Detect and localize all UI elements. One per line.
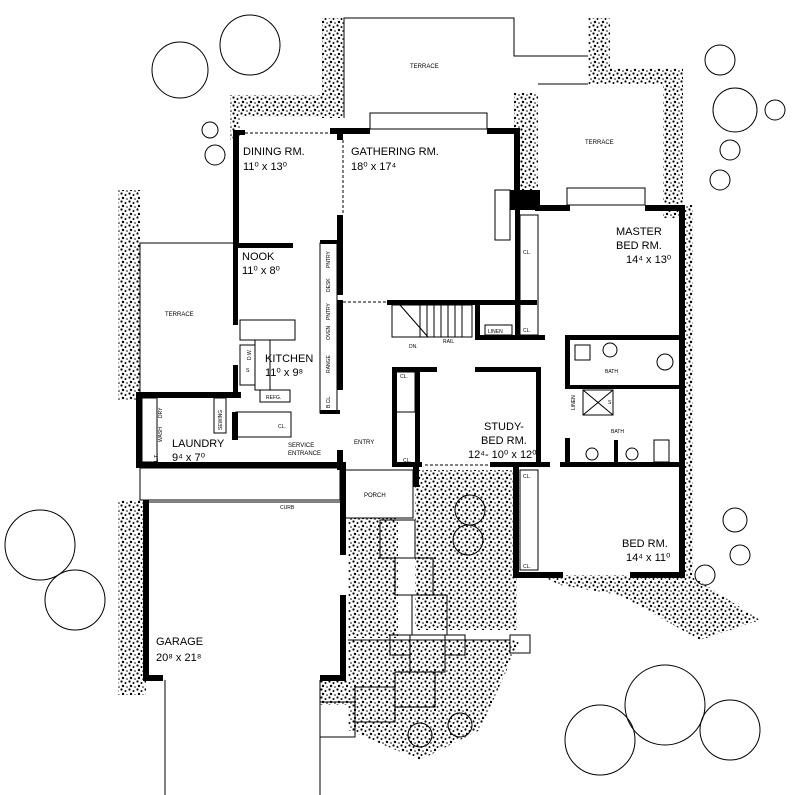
kitchen-name: KITCHEN [265,353,313,365]
washer-label: WASH [158,427,164,442]
desk-label: DESK [326,278,332,292]
sink-label: S [246,368,250,374]
walls [136,128,685,681]
bed-room-name: BED RM. [622,538,668,550]
study-name-1: STUDY- [484,421,524,433]
terrace-top-label: TERRACE [410,64,439,70]
service-label-1: SERVICE [288,443,314,449]
tree-icon [4,14,761,776]
bed-room-size: 14⁴ x 11⁰ [626,552,671,564]
dining-room-size: 11⁰ x 13⁰ [243,161,288,173]
nook-size: 11⁰ x 8⁰ [242,265,281,277]
gathering-room-size: 18⁰ x 17⁴ [351,161,396,173]
master-room-name-1: MASTER [616,226,662,238]
room-labels: TERRACE TERRACE TERRACE DINING RM. 11⁰ x… [154,64,672,664]
closet-label: CL. [523,250,531,256]
dining-room-name: DINING RM. [243,146,305,158]
gathering-room-name: GATHERING RM. [351,146,439,158]
shower-label: S [608,400,612,406]
rail-label: RAIL [443,339,454,345]
range-label: RANGE [326,355,332,373]
fixtures [139,112,674,795]
closet-label: CL. [523,564,531,570]
nook-name: NOOK [242,251,275,263]
entry-label: ENTRY [354,440,374,446]
closet-label: CL. [523,474,531,480]
sewing-label: SEWING [218,410,224,430]
closet-label: CL. [523,328,531,334]
service-label-2: ENTRANCE [288,451,321,457]
closet-label: CL. [278,424,286,430]
garage-name: GARAGE [156,636,203,648]
bath-label-1: BATH [605,369,618,375]
master-room-name-2: BED RM. [616,240,662,252]
terrace-left-label: TERRACE [165,312,194,318]
curb-label: CURB [280,505,295,511]
stairs-down-label: DN. [409,344,418,350]
dishwasher-label: D.W. [247,349,253,360]
dryer-label: DRY [158,407,164,418]
garage-size: 20⁸ x 21⁸ [156,652,201,664]
shrub-icon [201,99,786,748]
closet-label: CL. [403,458,411,464]
master-room-size: 14⁴ x 13⁰ [626,254,672,266]
laundry-tub-label: L.T. [154,454,160,462]
terrace-right-label: TERRACE [585,140,614,146]
broom-closet-label: B.CL. [326,395,332,408]
gravel-beds [118,18,760,760]
refrigerator-label: REFG. [266,395,281,401]
landscaping [4,14,786,776]
oven-label: OVEN [326,325,332,340]
porch-label: PORCH [364,493,386,499]
pantry-label: PNTRY [326,250,332,268]
laundry-name: LAUNDRY [172,438,225,450]
bath-label-2: BATH [611,429,624,435]
linen-label-2: LINEN [571,395,577,410]
kitchen-size: 11⁰ x 9⁸ [265,367,303,379]
study-name-2: BED RM. [481,435,527,447]
laundry-size: 9⁴ x 7⁰ [172,452,206,464]
closet-label: CL. [400,374,408,380]
pantry-label: PNTRY [326,302,332,320]
study-size: 12⁴- 10⁰ x 12⁰ [468,449,537,461]
linen-label-1: LINEN [488,329,503,335]
staircase [391,304,473,338]
